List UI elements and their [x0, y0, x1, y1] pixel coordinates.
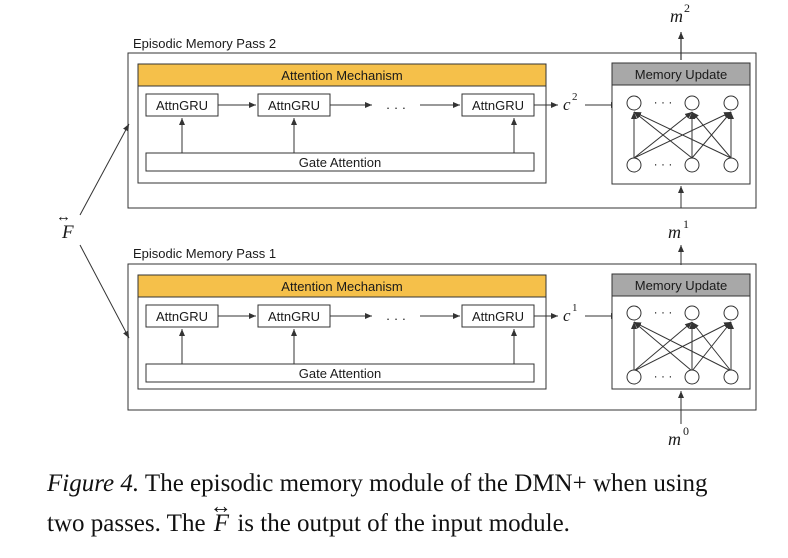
attention-header — [137, 63, 547, 87]
gate-attention-label: Gate Attention — [299, 155, 381, 170]
neural-network-graphic — [626, 305, 739, 385]
memory-update-label: Memory Update — [635, 278, 727, 293]
memory-label: m — [668, 429, 681, 449]
episodic-memory-pass-1: Episodic Memory Pass 1 Attention Mechani… — [127, 246, 757, 411]
pass-title: Episodic Memory Pass 1 — [133, 246, 276, 261]
attngru-label: AttnGRU — [156, 309, 208, 324]
ellipsis: · · · — [386, 311, 406, 326]
memory-input-bottom: m 0 — [668, 391, 689, 449]
attngru-label: AttnGRU — [268, 98, 320, 113]
figure-caption: Figure 4. The episodic memory module of … — [47, 464, 787, 544]
attention-header-label: Attention Mechanism — [281, 68, 402, 83]
ellipsis: · · · — [386, 100, 406, 115]
input-facts: ↔ F — [56, 123, 130, 339]
arrow — [79, 244, 130, 339]
bidirectional-arrow-icon: ↔ — [209, 493, 232, 518]
memory-between-passes: m 1 — [668, 186, 689, 265]
memory-output-top: m 2 — [670, 1, 690, 60]
attngru-label: AttnGRU — [268, 309, 320, 324]
memory-update-header — [611, 62, 751, 86]
attngru-label: AttnGRU — [156, 98, 208, 113]
context-label: c — [563, 306, 571, 325]
neuron-ellipsis: · · · — [654, 369, 673, 383]
pass-title: Episodic Memory Pass 2 — [133, 36, 276, 51]
arrow — [79, 123, 130, 216]
neuron-ellipsis: · · · — [654, 157, 673, 171]
context-superscript: 1 — [572, 302, 578, 314]
caption-line-1: The episodic memory module of the DMN+ w… — [139, 470, 708, 497]
attngru-label: AttnGRU — [472, 309, 524, 324]
neural-network-graphic — [626, 95, 739, 173]
caption-symbol-letter: F — [213, 510, 230, 537]
attention-header — [137, 274, 547, 298]
neuron-ellipsis: · · · — [654, 95, 673, 109]
attngru-label: AttnGRU — [472, 98, 524, 113]
caption-symbol: ↔F — [210, 493, 232, 544]
neuron-ellipsis: · · · — [654, 305, 673, 319]
caption-line-2-start: two passes. The — [47, 510, 212, 537]
memory-superscript: 0 — [683, 424, 689, 438]
memory-label: m — [668, 222, 681, 242]
gate-attention-block — [145, 152, 535, 172]
context-label: c — [563, 95, 571, 114]
memory-update-header — [611, 273, 751, 297]
gate-attention-block — [145, 363, 535, 383]
input-label: F — [61, 222, 74, 243]
memory-update-label: Memory Update — [635, 67, 727, 82]
episodic-memory-pass-2: Episodic Memory Pass 2 Attention Mechani… — [127, 36, 757, 209]
context-superscript: 2 — [572, 91, 578, 103]
attention-header-label: Attention Mechanism — [281, 279, 402, 294]
memory-label: m — [670, 6, 683, 26]
memory-superscript: 1 — [683, 217, 689, 231]
bidirectional-arrow-icon: ↔ — [56, 209, 71, 225]
caption-line-2-end: is the output of the input module. — [231, 510, 570, 537]
memory-superscript: 2 — [684, 1, 690, 15]
caption-label: Figure 4. — [47, 470, 140, 497]
gate-attention-label: Gate Attention — [299, 366, 381, 381]
